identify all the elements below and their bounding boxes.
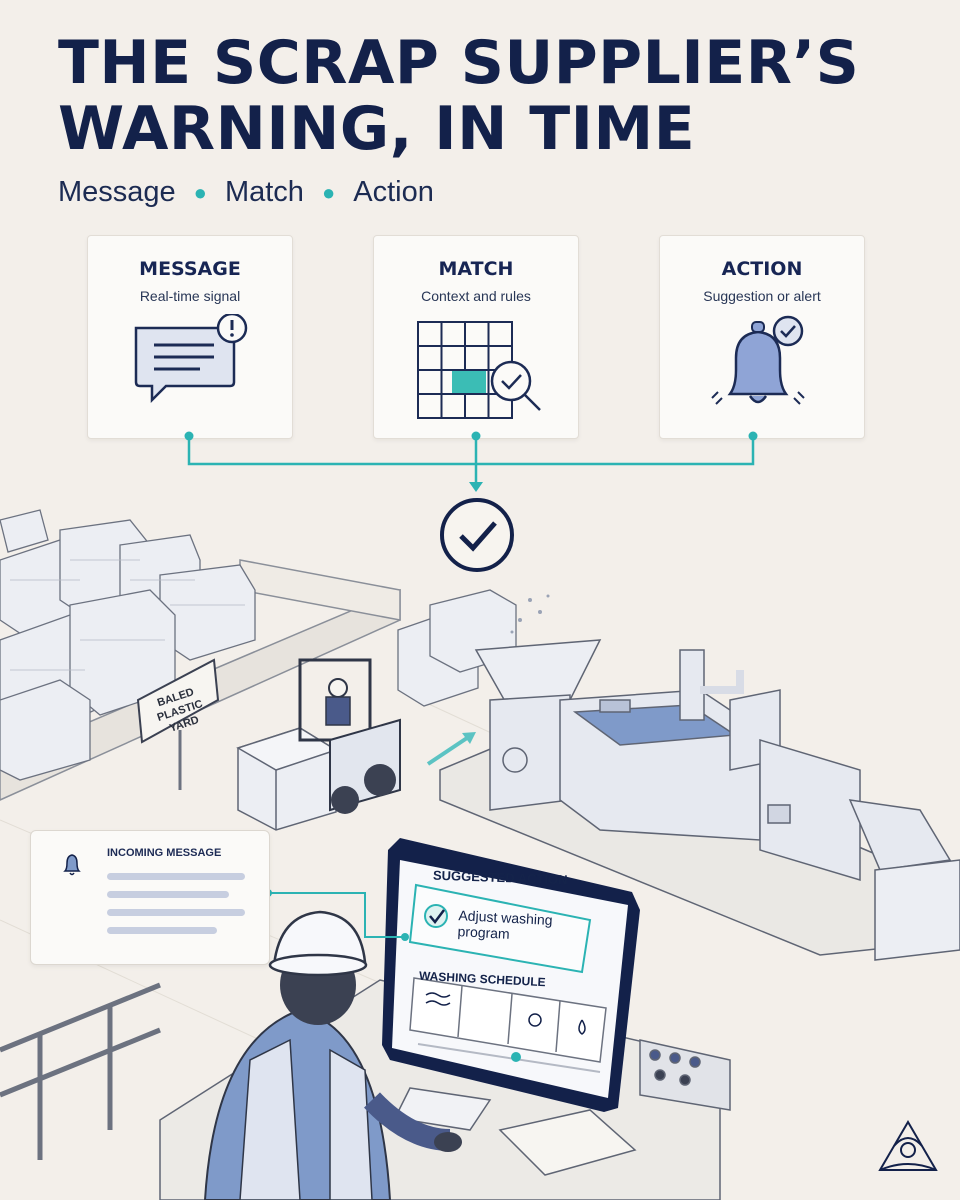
connector-dot (471, 431, 481, 441)
title-line-1: THE SCRAP SUPPLIER’S (58, 28, 860, 98)
card-subtitle: Real-time signal (139, 288, 241, 304)
message-card: MESSAGE Real-time signal (87, 235, 293, 439)
subtitle-message: Message (58, 176, 176, 208)
connector-dot (748, 431, 758, 441)
message-line (107, 927, 217, 934)
card-subtitle: Suggestion or alert (703, 288, 821, 304)
page-title: THE SCRAP SUPPLIER’S WARNING, IN TIME (58, 30, 859, 162)
separator-dot-icon: ● (321, 179, 336, 205)
card-title: ACTION (721, 258, 803, 280)
incoming-message-panel: INCOMING MESSAGE (30, 830, 270, 965)
forklift (236, 658, 401, 831)
message-line (107, 873, 245, 880)
message-connector (268, 892, 405, 938)
subtitle: Message ● Match ● Action (58, 176, 434, 209)
card-title: MESSAGE (139, 258, 241, 280)
arrow-down-icon (469, 482, 483, 492)
monitor (382, 838, 640, 1112)
baled-plastic-yard (0, 509, 401, 801)
washing-line (439, 639, 960, 961)
check-circle-icon (440, 498, 514, 572)
connector-dot (401, 933, 409, 941)
subtitle-action: Action (353, 176, 434, 208)
bell-check-icon (711, 315, 805, 405)
title-line-2: WARNING, IN TIME (58, 94, 696, 164)
connector-dot (184, 431, 194, 441)
railing (0, 982, 161, 1160)
card-subtitle: Context and rules (421, 288, 531, 304)
match-card: MATCH Context and rules (373, 235, 579, 439)
card-title: MATCH (438, 258, 514, 280)
message-line (107, 909, 245, 916)
bales-near-shredder (397, 589, 517, 707)
message-line (107, 891, 229, 898)
shredder-particles (510, 594, 550, 634)
operator (203, 910, 462, 1200)
arrow-right-icon (426, 732, 476, 766)
action-card: ACTION Suggestion or alert (659, 235, 865, 439)
connector-lines (187, 436, 755, 484)
chat-alert-icon (134, 314, 248, 404)
grid-magnifier-icon (417, 321, 541, 419)
suggested-action-text[interactable]: Adjust washing program (457, 907, 553, 942)
separator-dot-icon: ● (193, 179, 207, 205)
subtitle-match: Match (224, 176, 304, 208)
logo-icon (878, 1120, 938, 1171)
bell-icon (63, 854, 81, 876)
incoming-message-heading: INCOMING MESSAGE (107, 847, 222, 859)
